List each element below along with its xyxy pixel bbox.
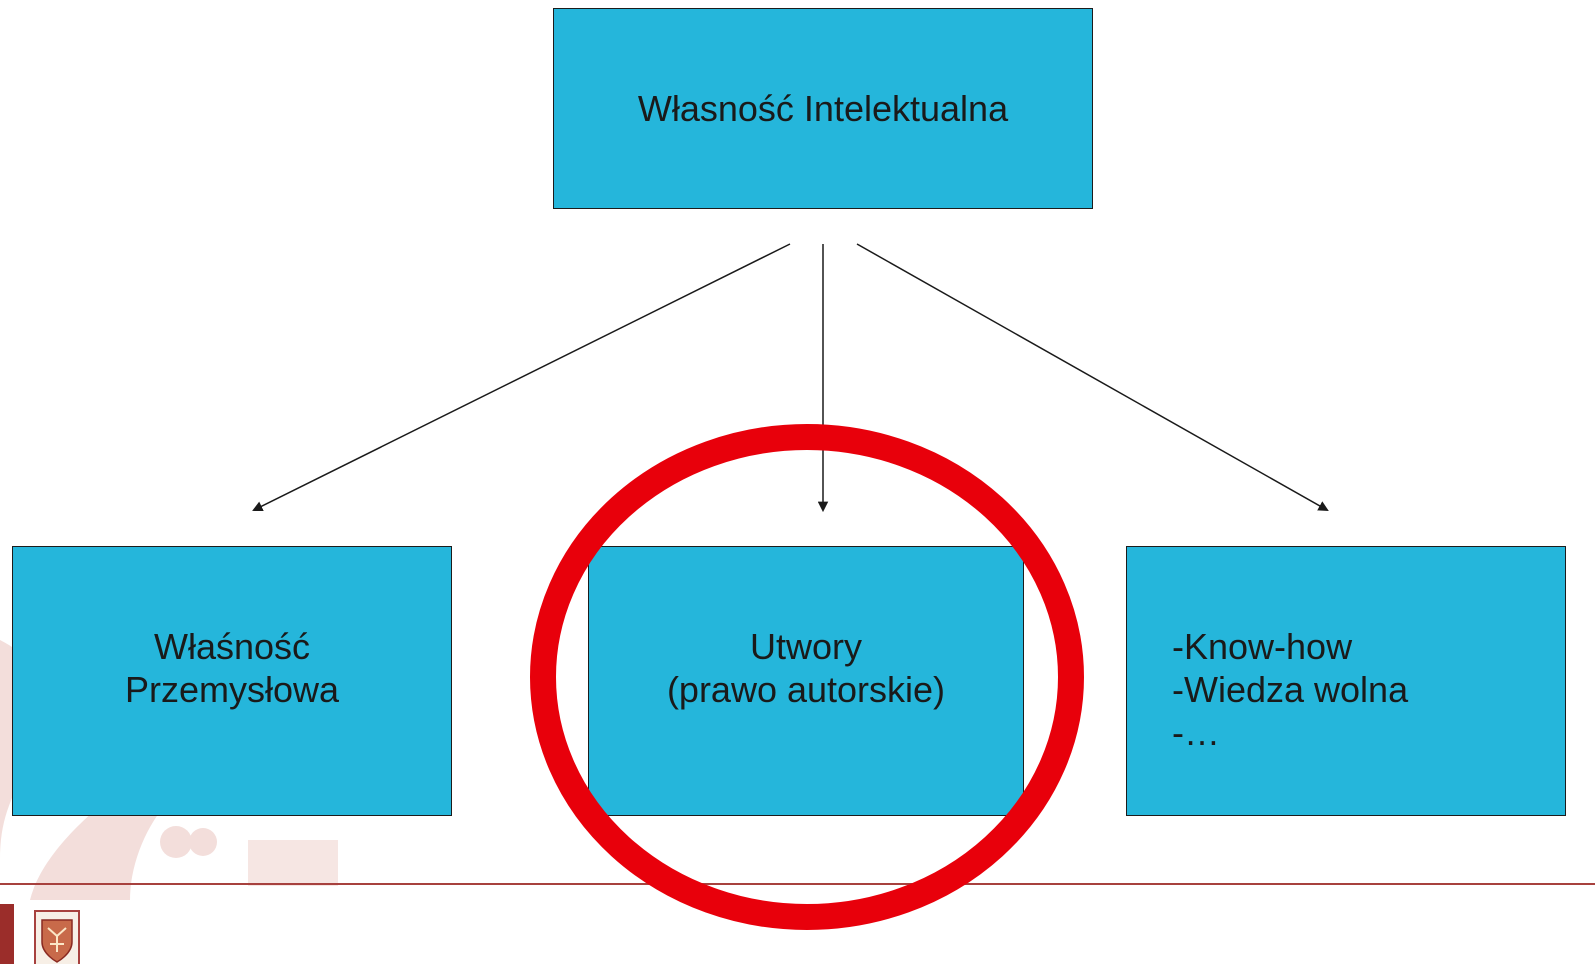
child-node-text: Właśność Przemysłowa: [13, 625, 451, 711]
child-node-line: Przemysłowa: [124, 669, 340, 711]
child-node-text: -Know-how -Wiedza wolna -…: [1172, 625, 1555, 755]
child-node-text: Utwory (prawo autorskie): [589, 625, 1023, 711]
child-node-line: (prawo autorskie): [666, 669, 946, 711]
root-node-label: Własność Intelektualna: [637, 87, 1009, 129]
watermark-bar: [248, 840, 338, 886]
child-node-line: -…: [1172, 712, 1220, 754]
child-node-line: Utwory: [749, 626, 862, 667]
university-emblem-icon: [34, 910, 80, 964]
watermark-branch-shape: [30, 790, 170, 900]
child-node-line: -Know-how: [1172, 626, 1353, 667]
child-node-line: -Wiedza wolna: [1172, 669, 1409, 711]
child-node-know-how: -Know-how -Wiedza wolna -…: [1126, 546, 1566, 816]
child-node-line: Właśność: [153, 626, 311, 667]
watermark-dot-1: [160, 826, 192, 858]
watermark-dot-2: [189, 828, 217, 856]
root-node: Własność Intelektualna: [553, 8, 1093, 209]
child-node-works-copyright: Utwory (prawo autorskie): [588, 546, 1024, 816]
child-node-industrial-property: Właśność Przemysłowa: [12, 546, 452, 816]
